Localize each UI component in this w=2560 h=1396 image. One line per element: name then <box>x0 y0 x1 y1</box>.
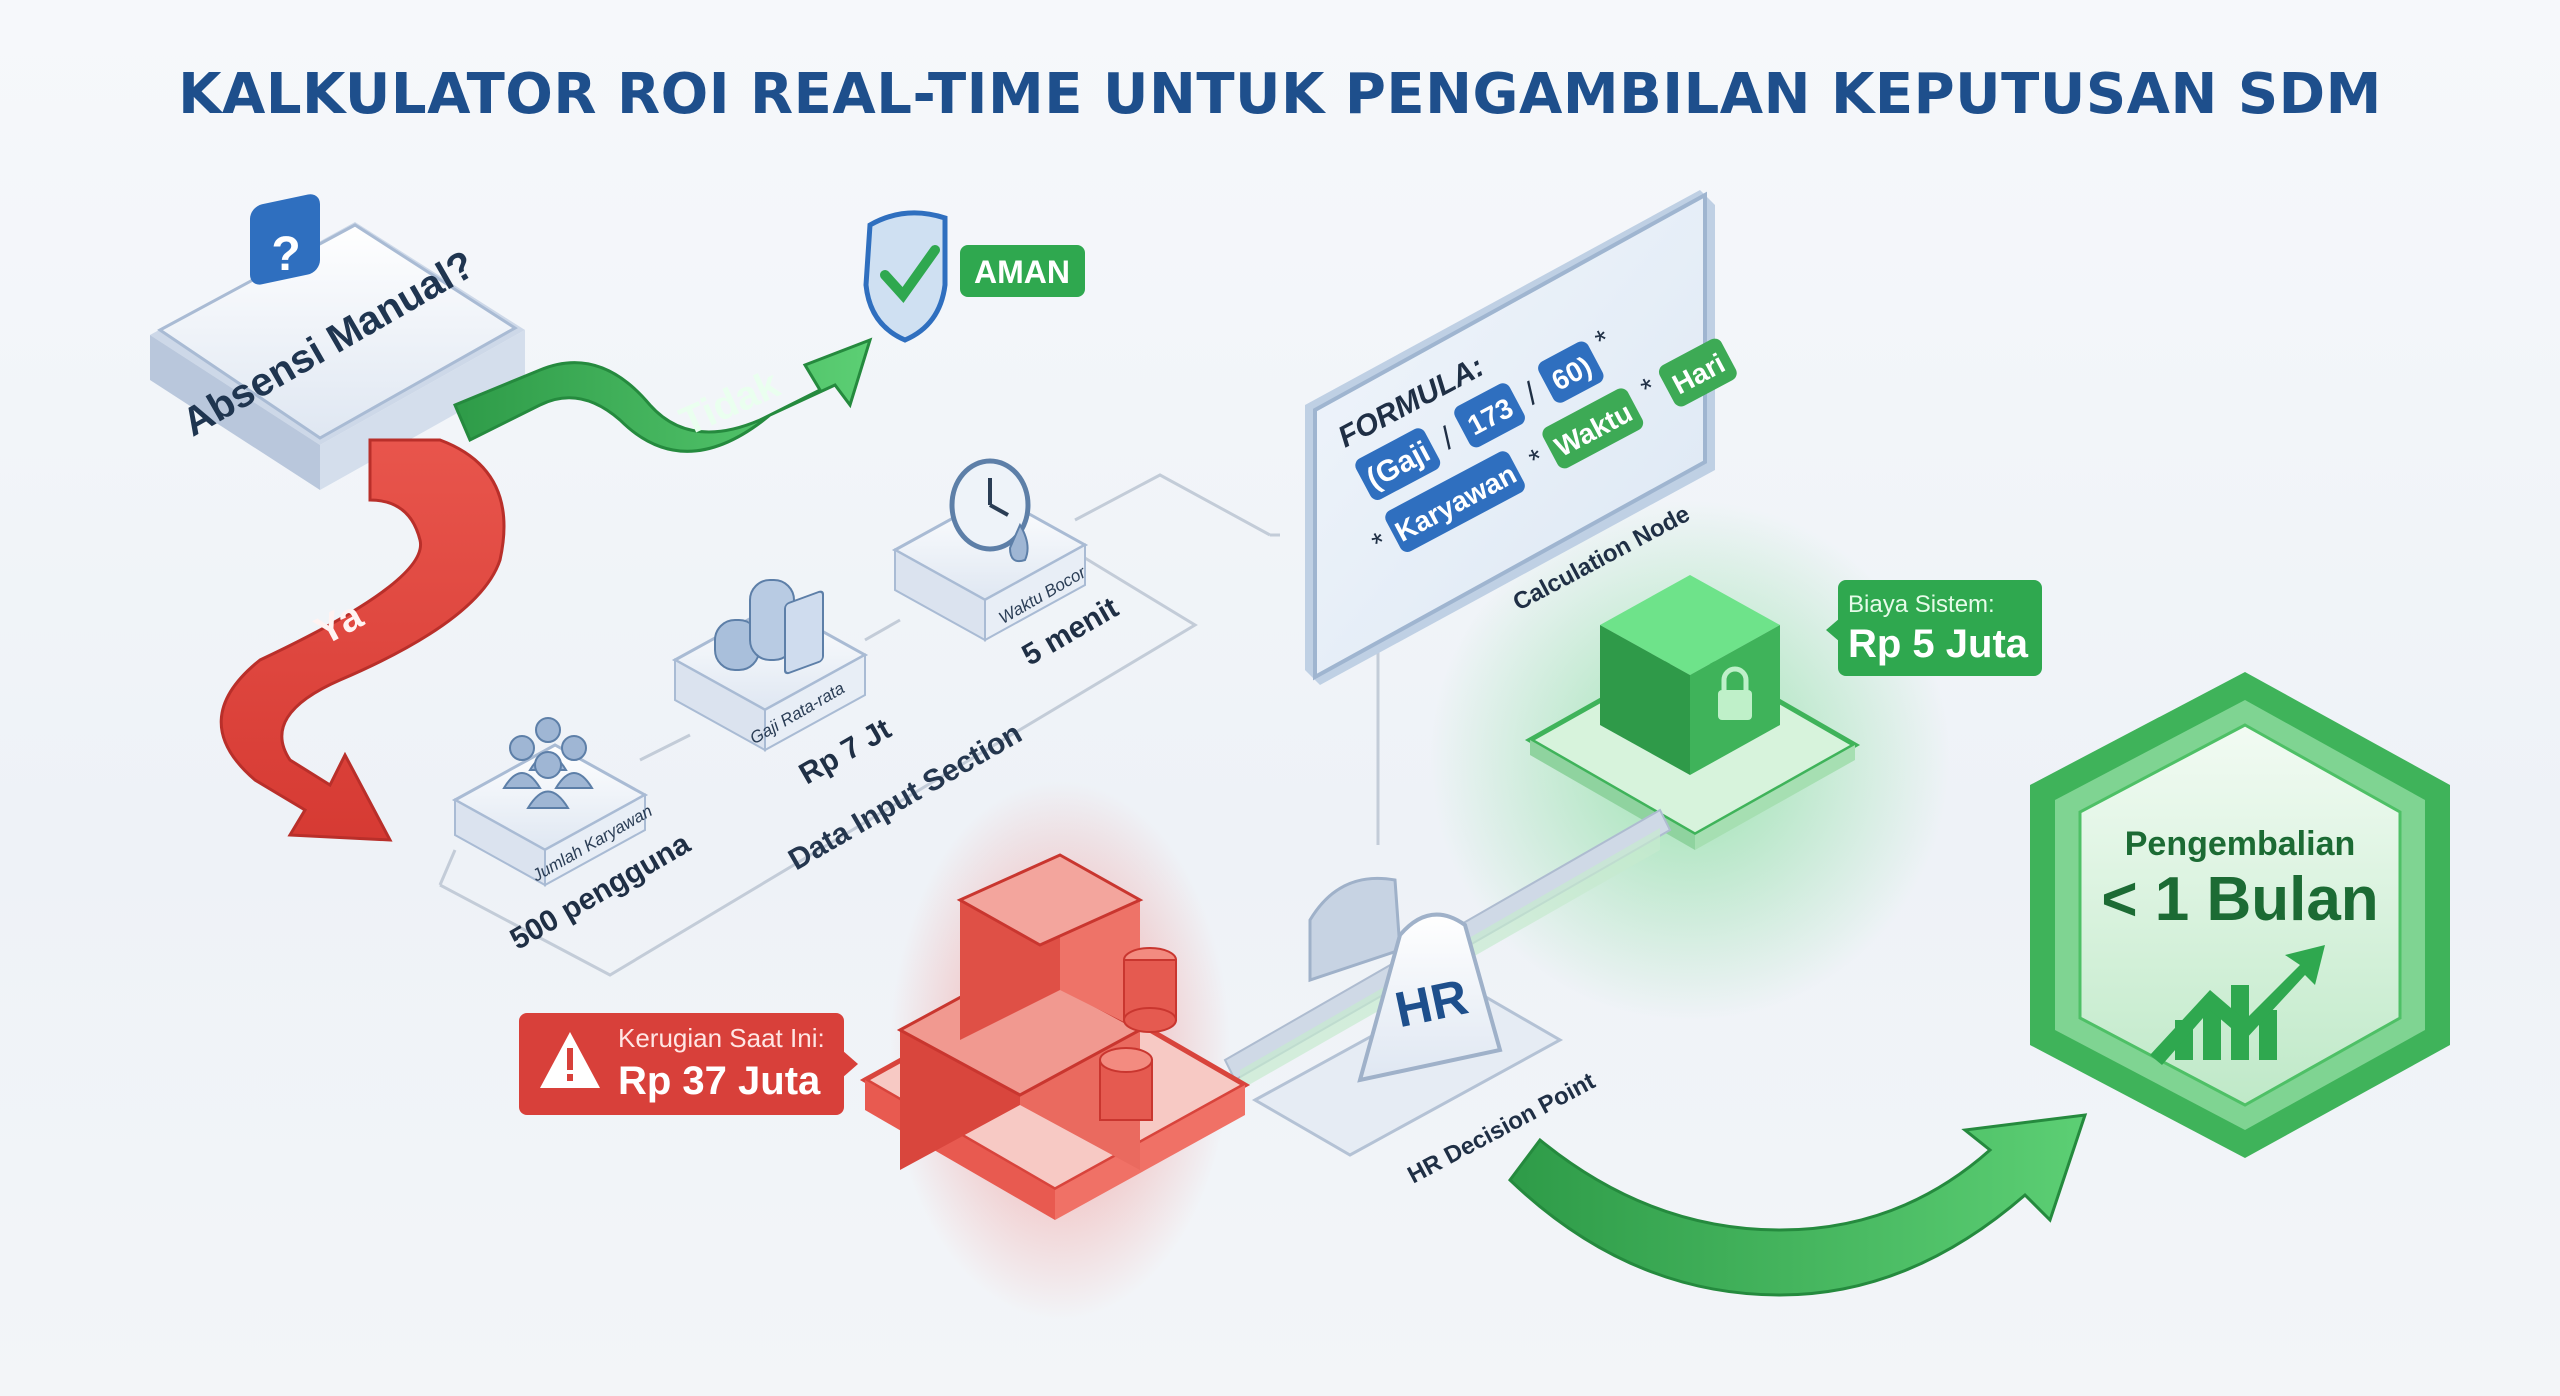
payback-hexagon: Pengembalian < 1 Bulan <box>2030 672 2450 1158</box>
safe-badge: AMAN <box>960 245 1085 297</box>
payback-value: < 1 Bulan <box>2101 865 2378 934</box>
svg-text:?: ? <box>271 228 300 281</box>
input-card-time-leak: Waktu Bocor 5 menit <box>891 458 1124 672</box>
safe-badge-text: AMAN <box>974 254 1070 290</box>
question-icon: ? <box>250 194 320 285</box>
current-loss-badge: Kerugian Saat Ini: Rp 37 Juta <box>519 1013 858 1115</box>
money-stack-icon <box>859 853 1251 1220</box>
formula-panel: FORMULA: (Gaji / 173 / 60) * * Karyawan <box>1305 190 1737 685</box>
growth-chart-icon <box>2150 945 2325 1065</box>
coins-calculator-icon <box>714 579 824 675</box>
current-loss-label: Kerugian Saat Ini: <box>618 1023 825 1053</box>
input-card-salary: Gaji Rata-rata Rp 7 Jt <box>671 579 897 791</box>
decision-question-box: Absensi Manual? <box>150 222 525 490</box>
system-cost-box <box>1524 575 1861 850</box>
system-cost-label: Biaya Sistem: <box>1848 591 1995 618</box>
system-cost-badge: Biaya Sistem: Rp 5 Juta <box>1826 580 2042 676</box>
system-cost-value: Rp 5 Juta <box>1848 622 2029 666</box>
input-card-employees: Jumlah Karyawan 500 pengguna <box>451 717 696 956</box>
clock-leak-icon <box>949 458 1031 563</box>
warning-icon <box>540 1032 600 1088</box>
page-title: KALKULATOR ROI REAL-TIME UNTUK PENGAMBIL… <box>178 62 2382 127</box>
people-icon <box>502 717 594 809</box>
payback-arrow <box>1508 1113 2088 1297</box>
lock-icon <box>1718 666 1752 720</box>
shield-check-icon <box>863 210 948 343</box>
yes-arrow: Ya <box>219 438 506 842</box>
current-loss-value: Rp 37 Juta <box>618 1059 821 1103</box>
payback-label: Pengembalian <box>2125 825 2356 863</box>
